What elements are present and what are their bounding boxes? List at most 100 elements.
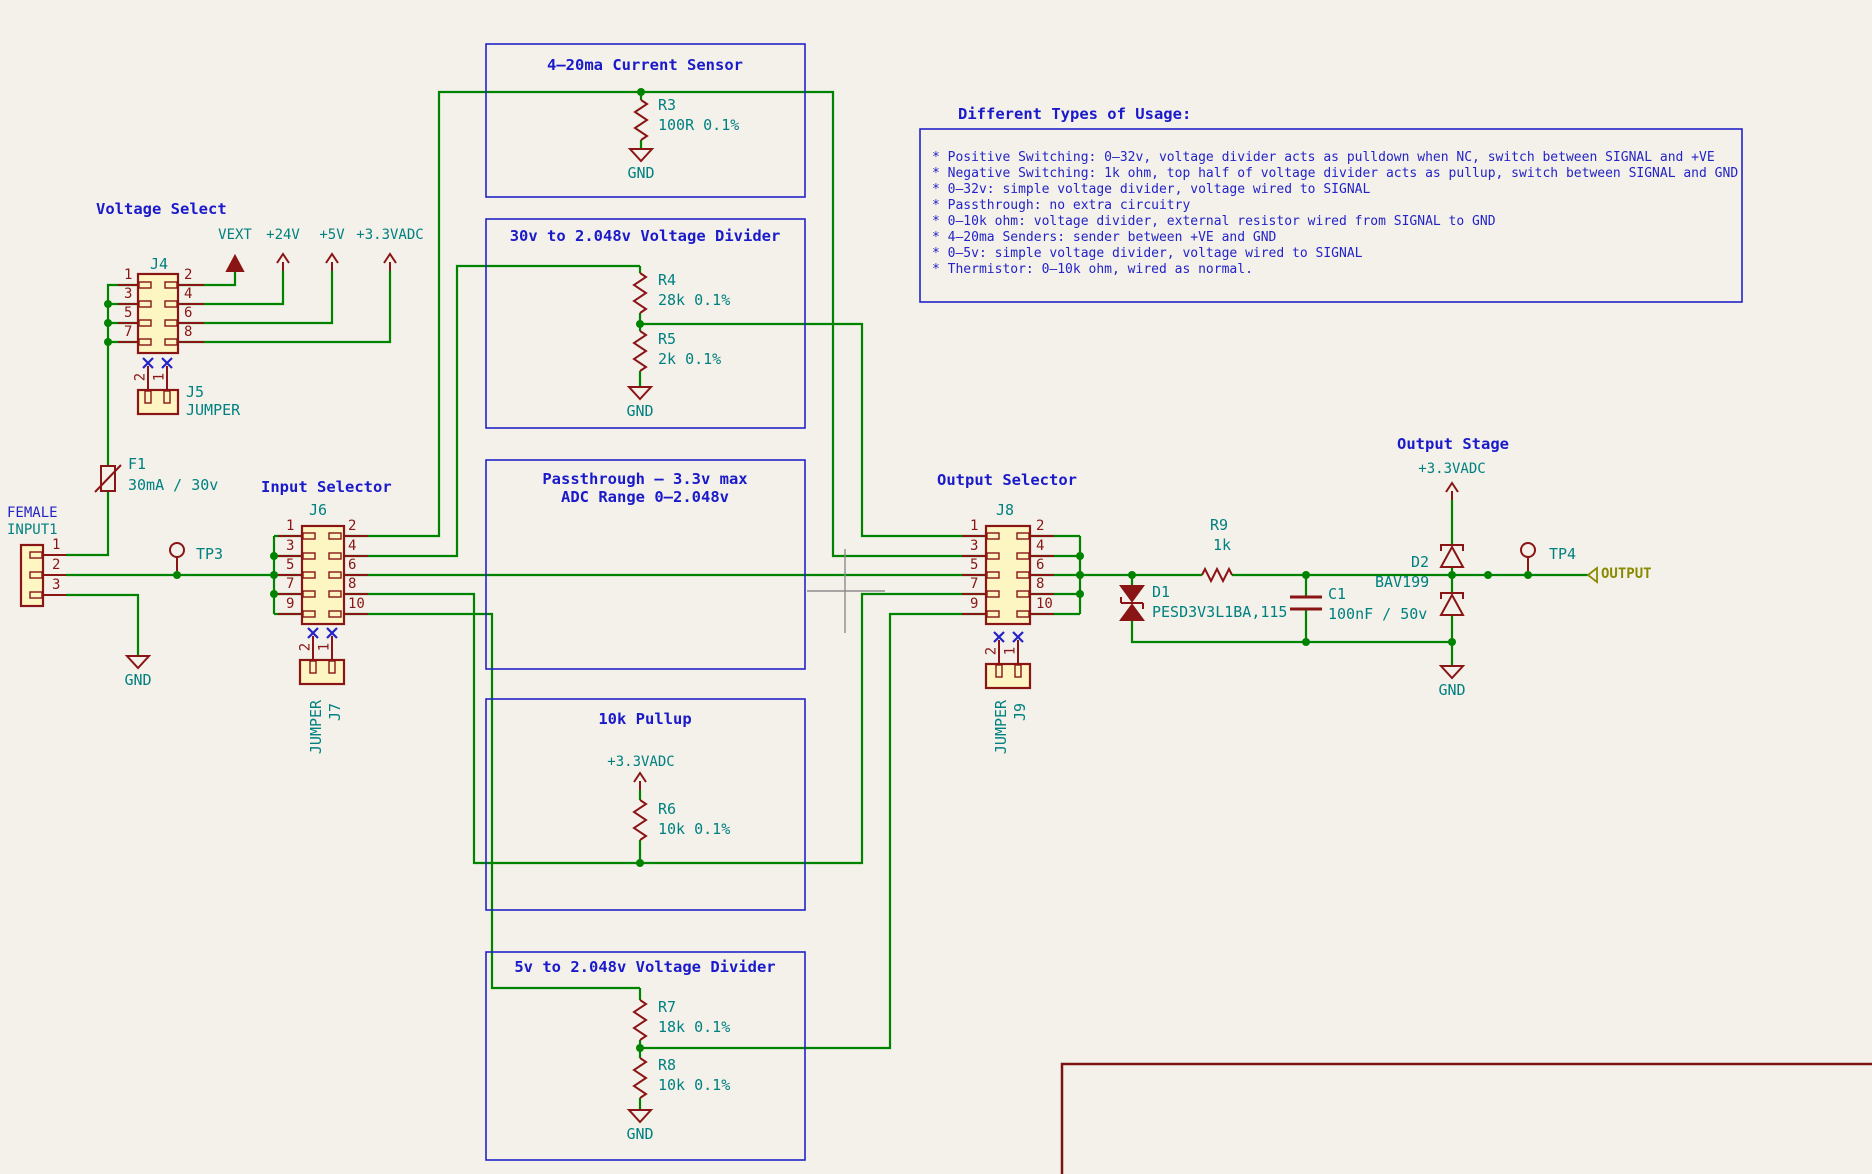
connector-j7-body[interactable] [298, 658, 346, 686]
connector-label-female[interactable]: FEMALE [7, 505, 58, 521]
connector-j4-body[interactable] [136, 272, 180, 355]
gnd-symbol-box1[interactable] [627, 148, 655, 163]
fuse-f1-symbol[interactable] [94, 464, 122, 493]
resistor-value-r8[interactable]: 10k 0.1% [658, 1076, 731, 1094]
capacitor-value-c1[interactable]: 100nF / 50v [1328, 605, 1428, 623]
connector-input1-body[interactable] [19, 543, 45, 608]
power-arrow-24v[interactable] [276, 252, 290, 271]
power-arrow-3v3adc-pullup[interactable] [633, 771, 647, 790]
power-flag-symbols[interactable] [225, 252, 1459, 790]
connector-j9-body[interactable] [984, 662, 1032, 690]
power-label-24v[interactable]: +24V [266, 227, 300, 243]
resistor-value-r9[interactable]: 1k [1213, 536, 1232, 554]
resistor-r6[interactable] [632, 799, 648, 841]
gnd-label[interactable]: GND [626, 402, 654, 420]
box-current-sensor[interactable] [485, 43, 806, 198]
usage-line[interactable]: * Negative Switching: 1k ohm, top half o… [932, 166, 1739, 181]
usage-line[interactable]: * Positive Switching: 0–32v, voltage div… [932, 150, 1715, 165]
resistor-value-r6[interactable]: 10k 0.1% [658, 820, 731, 838]
gnd-symbol-output[interactable] [1438, 665, 1466, 680]
resistor-ref-r8[interactable]: R8 [658, 1056, 677, 1074]
resistor-ref-r6[interactable]: R6 [658, 800, 677, 818]
gnd-symbols[interactable] [124, 148, 1466, 1124]
connector-ref-j8[interactable]: J8 [996, 501, 1015, 519]
testpoint-symbols[interactable] [169, 542, 1536, 571]
box-5v-divider[interactable] [485, 951, 806, 1161]
usage-line[interactable]: * 0–10k ohm: voltage divider, external r… [932, 214, 1496, 229]
power-arrow-3v3adc-output[interactable] [1445, 481, 1459, 500]
section-title-output-selector[interactable]: Output Selector [937, 471, 1077, 489]
connector-j5-body[interactable] [136, 388, 180, 416]
junction-dots[interactable] [104, 88, 1532, 1052]
box-title-current-sensor[interactable]: 4–20ma Current Sensor [547, 56, 743, 74]
resistor-ref-r4[interactable]: R4 [658, 271, 677, 289]
box-usage-notes[interactable] [919, 128, 1743, 303]
power-arrow-vext[interactable] [225, 253, 245, 272]
gnd-symbol-box2[interactable] [626, 386, 654, 401]
connector-j8-body[interactable] [984, 524, 1032, 626]
connector-ref-j4[interactable]: J4 [150, 255, 169, 273]
box-title-30v-divider[interactable]: 30v to 2.048v Voltage Divider [509, 227, 781, 245]
connector-j6-body[interactable] [300, 524, 346, 626]
resistor-ref-r3[interactable]: R3 [658, 96, 677, 114]
resistor-r9[interactable] [1201, 566, 1233, 584]
connector-bodies[interactable] [19, 272, 1032, 690]
resistor-r8[interactable] [632, 1057, 648, 1099]
section-title-input-selector[interactable]: Input Selector [261, 478, 392, 496]
resistor-value-r4[interactable]: 28k 0.1% [658, 291, 731, 309]
resistor-r5[interactable] [632, 330, 648, 372]
hierarchical-label-output[interactable]: OUTPUT [1601, 566, 1652, 582]
resistor-r4[interactable] [632, 272, 648, 314]
resistor-value-r3[interactable]: 100R 0.1% [658, 116, 740, 134]
connector-ref-j7[interactable]: J7 [325, 702, 344, 722]
testpoint-label-tp4[interactable]: TP4 [1549, 545, 1577, 563]
gnd-label[interactable]: GND [626, 1125, 654, 1143]
box-title-5v-divider[interactable]: 5v to 2.048v Voltage Divider [514, 958, 776, 976]
testpoint-label-tp3[interactable]: TP3 [196, 545, 224, 563]
usage-line[interactable]: * 4–20ma Senders: sender between +VE and… [932, 230, 1277, 245]
connector-ref-j9[interactable]: J9 [1010, 702, 1029, 722]
annotation-boxes[interactable] [485, 43, 1743, 1161]
connector-ref-j6[interactable]: J6 [309, 501, 328, 519]
connector-value-j5[interactable]: JUMPER [186, 401, 241, 419]
power-arrow-5v[interactable] [325, 252, 339, 271]
diode-value-d2[interactable]: BAV199 [1375, 573, 1430, 591]
diode-value-d1[interactable]: PESD3V3L1BA,115 [1152, 603, 1288, 621]
diode-ref-d1[interactable]: D1 [1152, 583, 1171, 601]
testpoint-tp4-circle[interactable] [1520, 542, 1536, 558]
fuse-ref-f1[interactable]: F1 [128, 455, 147, 473]
diode-ref-d2[interactable]: D2 [1411, 553, 1430, 571]
box-10k-pullup[interactable] [485, 698, 806, 911]
power-label-vext[interactable]: VEXT [218, 227, 252, 243]
fuse-value-f1[interactable]: 30mA / 30v [128, 476, 219, 494]
gnd-label[interactable]: GND [1438, 681, 1466, 699]
resistor-value-r7[interactable]: 18k 0.1% [658, 1018, 731, 1036]
connector-ref-input1[interactable]: INPUT1 [7, 522, 58, 538]
resistor-r7[interactable] [632, 999, 648, 1041]
gnd-symbol-box5[interactable] [626, 1109, 654, 1124]
resistor-r3[interactable] [633, 99, 649, 141]
resistor-ref-r7[interactable]: R7 [658, 998, 677, 1016]
power-label-3v3adc-output[interactable]: +3.3VADC [1418, 461, 1486, 477]
power-label-5v[interactable]: +5V [319, 227, 345, 243]
connector-value-j7[interactable]: JUMPER [306, 699, 325, 755]
section-title-voltage-select[interactable]: Voltage Select [96, 200, 227, 218]
usage-line[interactable]: * 0–5v: simple voltage divider, voltage … [932, 246, 1363, 261]
box-title-10k-pullup[interactable]: 10k Pullup [598, 710, 692, 728]
section-title-output-stage[interactable]: Output Stage [1397, 435, 1509, 453]
resistor-ref-r5[interactable]: R5 [658, 330, 677, 348]
box-title-passthrough-line1[interactable]: Passthrough — 3.3v max [542, 470, 748, 488]
gnd-label[interactable]: GND [627, 164, 655, 182]
capacitor-ref-c1[interactable]: C1 [1328, 585, 1347, 603]
diode-d1-symbol[interactable] [1119, 585, 1145, 621]
resistor-ref-r9[interactable]: R9 [1210, 516, 1229, 534]
usage-line[interactable]: * Thermistor: 0–10k ohm, wired as normal… [932, 262, 1253, 277]
usage-line[interactable]: * Passthrough: no extra circuitry [932, 198, 1191, 213]
hierarchical-label-output-shape[interactable] [1586, 566, 1598, 584]
box-title-passthrough-line2[interactable]: ADC Range 0–2.048v [561, 488, 729, 506]
connector-value-j9[interactable]: JUMPER [991, 699, 1010, 755]
resistor-symbols[interactable] [632, 99, 1233, 1099]
box-30v-divider[interactable] [485, 218, 806, 429]
testpoint-tp3-circle[interactable] [169, 542, 185, 558]
gnd-label[interactable]: GND [124, 671, 152, 689]
